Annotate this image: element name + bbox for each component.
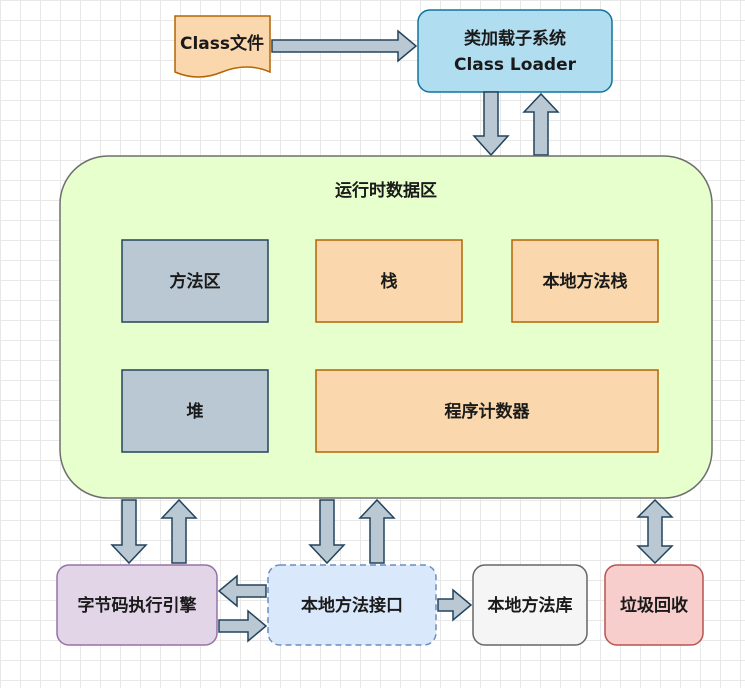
class-file-node[interactable]: Class文件 [174,15,271,78]
class-loader-label-cn: 类加载子系统 [464,28,566,49]
native-library-label: 本地方法库 [488,595,573,616]
runtime-data-area-title: 运行时数据区 [335,180,437,201]
class-file-label: Class文件 [180,33,264,54]
garbage-collection-node[interactable]: 垃圾回收 [604,564,704,646]
program-counter-node[interactable]: 程序计数器 [315,369,659,453]
runtime-data-area[interactable]: 运行时数据区 方法区 栈 本地方法栈 堆 程序计数器 [59,155,713,499]
arrow-loader-down [472,91,510,157]
native-library-node[interactable]: 本地方法库 [472,564,588,646]
heap-label: 堆 [187,401,204,422]
heap-node[interactable]: 堆 [121,369,269,453]
arrow-native-interface-to-engine [217,574,267,608]
method-area-label: 方法区 [170,271,221,292]
arrow-runtime-to-native-interface [308,499,346,565]
arrow-runtime-gc-bidirectional [636,498,674,565]
class-loader-label-en: Class Loader [454,55,577,75]
arrow-runtime-to-engine [110,499,148,565]
arrow-engine-to-runtime [160,498,198,564]
arrow-loader-up [522,92,560,156]
method-area-node[interactable]: 方法区 [121,239,269,323]
native-method-stack-node[interactable]: 本地方法栈 [511,239,659,323]
execution-engine-label: 字节码执行引擎 [78,595,198,616]
native-interface-label: 本地方法接口 [301,595,403,616]
stack-label: 栈 [381,271,398,292]
class-loader-node[interactable]: 类加载子系统 Class Loader [417,9,613,93]
program-counter-label: 程序计数器 [445,401,531,422]
arrow-classfile-to-loader [271,29,418,63]
arrow-engine-to-native-interface [218,609,268,643]
execution-engine-node[interactable]: 字节码执行引擎 [56,564,218,646]
arrow-native-interface-to-runtime [358,498,396,564]
arrow-native-interface-to-library [437,588,473,622]
stack-node[interactable]: 栈 [315,239,463,323]
native-interface-node[interactable]: 本地方法接口 [267,564,437,646]
native-method-stack-label: 本地方法栈 [543,271,628,292]
garbage-collection-label: 垃圾回收 [620,595,688,616]
